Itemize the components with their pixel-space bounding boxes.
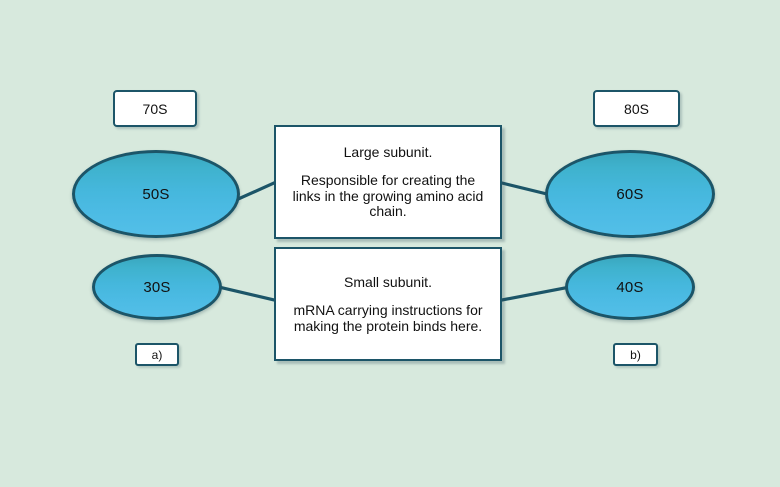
subunit-label-60s: 60S: [616, 185, 644, 203]
description-box-large-subunit[interactable]: Large subunit. Responsible for creating …: [274, 125, 502, 239]
subunit-ellipse-60s[interactable]: 60S: [545, 150, 715, 238]
part-label-a-text: a): [151, 347, 163, 362]
description-body-large: Responsible for creating the links in th…: [292, 172, 484, 220]
description-body-small: mRNA carrying instructions for making th…: [293, 301, 483, 334]
connector-large-to-60s: [500, 181, 553, 197]
subunit-ellipse-30s[interactable]: 30S: [92, 254, 222, 320]
ribosome-name-tag-70s[interactable]: 70S: [113, 90, 197, 127]
ribosome-name-tag-80s-label: 80S: [624, 100, 649, 117]
part-label-b-text: b): [630, 347, 641, 362]
connector-30s-to-small: [217, 285, 276, 302]
part-label-a[interactable]: a): [135, 343, 179, 366]
ribosome-name-tag-80s[interactable]: 80S: [593, 90, 680, 127]
part-label-b[interactable]: b): [613, 343, 658, 366]
connector-small-to-40s: [500, 285, 572, 302]
connector-50s-to-large: [233, 180, 277, 203]
description-box-small-subunit[interactable]: Small subunit. mRNA carrying instruction…: [274, 247, 502, 361]
subunit-label-30s: 30S: [143, 278, 171, 296]
subunit-ellipse-50s[interactable]: 50S: [72, 150, 240, 238]
ribosome-name-tag-70s-label: 70S: [142, 100, 168, 117]
subunit-ellipse-40s[interactable]: 40S: [565, 254, 695, 320]
subunit-label-50s: 50S: [142, 185, 170, 203]
subunit-label-40s: 40S: [616, 278, 644, 296]
description-title-large: Large subunit.: [343, 143, 433, 160]
description-title-small: Small subunit.: [344, 273, 432, 290]
